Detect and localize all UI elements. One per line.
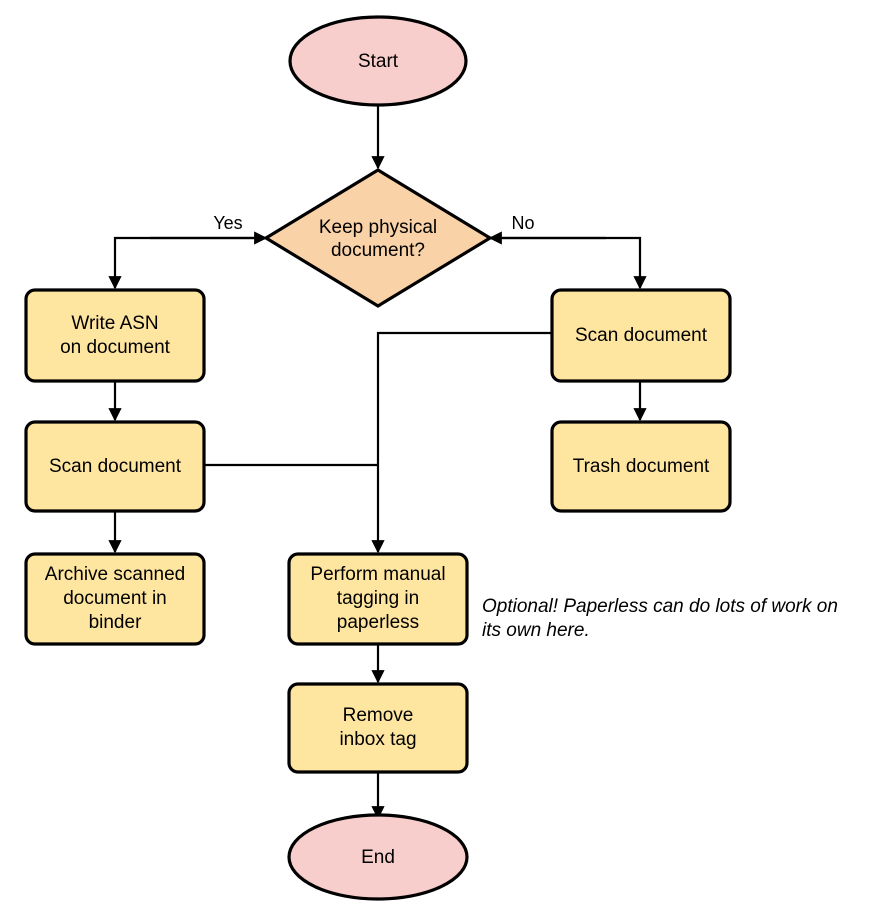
tagging-box [287,552,469,646]
write-asn-box [24,288,206,383]
node-decision-keep-physical-document[interactable]: Keep physical document? [262,168,494,308]
scan-right-label: Scan document [575,325,708,346]
tagging-label-line1: Perform manual [310,564,445,585]
archive-label-line1: Archive scanned [45,564,185,585]
remove-inbox-box [287,682,469,774]
write-asn-label-line2: on document [60,337,171,358]
edge-no-to-scan-right [491,236,647,290]
node-archive-scanned-document[interactable]: Archive scanned document in binder [24,552,206,646]
node-scan-document-left[interactable]: Scan document [24,420,206,513]
scan-left-box [24,420,206,513]
remove-inbox-label-line1: Remove [343,705,414,726]
annotation-line1: Optional! Paperless can do lots of work … [482,596,838,617]
edge-yes-to-write-asn [108,236,265,290]
tagging-label-line2: tagging in [337,588,419,609]
node-remove-inbox-tag[interactable]: Remove inbox tag [287,682,469,774]
node-scan-document-right[interactable]: Scan document [550,288,732,383]
node-end[interactable]: End [287,813,469,901]
node-start[interactable]: Start [288,15,468,107]
tagging-label-line3: paperless [337,612,419,633]
scan-left-label: Scan document [49,456,182,477]
decision-diamond [262,168,494,308]
remove-inbox-label-line2: inbox tag [339,729,416,750]
decision-label-line1: Keep physical [319,217,437,238]
node-perform-manual-tagging[interactable]: Perform manual tagging in paperless [287,552,469,646]
node-write-asn-on-document[interactable]: Write ASN on document [24,288,206,383]
archive-label-line2: document in [63,588,167,609]
node-trash-document[interactable]: Trash document [550,420,732,513]
decision-label-line2: document? [331,240,425,261]
annotation-line2: its own here. [482,620,590,641]
archive-box [24,552,206,646]
edge-label-no: No [511,213,534,233]
edge-scan-right-to-tagging [371,331,552,554]
archive-label-line3: binder [89,612,142,633]
scan-right-box [550,288,732,383]
end-ellipse [287,813,469,901]
write-asn-label-line1: Write ASN [71,313,158,334]
annotation-optional-note: Optional! Paperless can do lots of work … [482,596,838,641]
end-label: End [361,847,395,868]
trash-box [550,420,732,513]
start-label: Start [358,51,399,72]
edge-label-yes: Yes [213,213,242,233]
trash-label: Trash document [573,456,710,477]
start-ellipse [288,15,468,107]
